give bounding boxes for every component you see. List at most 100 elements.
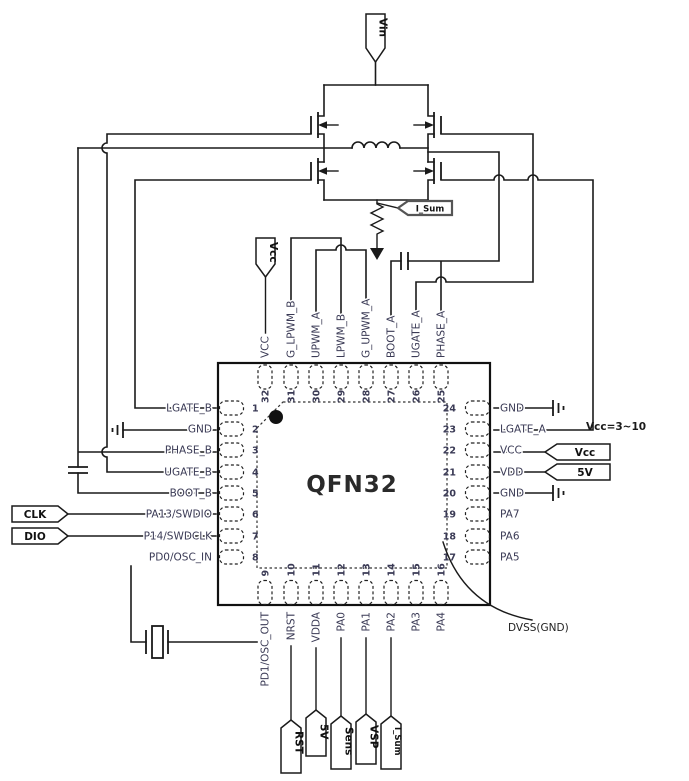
pin-shape-20 (464, 485, 491, 501)
mosfet-ds-leads (427, 84, 435, 163)
pin-shape-7 (218, 528, 245, 544)
crystal-symbol (151, 625, 164, 659)
ugate-b-wire (101, 133, 312, 473)
v5-right-flag-label: 5V (577, 467, 593, 479)
pin-number-9: 9 (261, 570, 272, 577)
mosfet-high-side-b (310, 84, 339, 163)
pin-shape-9 (257, 579, 273, 606)
pin-number-19: 19 (443, 510, 456, 521)
vcc-top-flag (255, 237, 276, 279)
pin-shape-29 (333, 364, 349, 390)
ugate-a-wire (415, 133, 534, 311)
pin-label-PA2: PA2 (386, 612, 398, 632)
pin-shape-12 (333, 579, 349, 606)
glpwmb-lpwmb-jumper (290, 237, 342, 315)
pin-shape-4 (218, 464, 245, 480)
pin-label-PHASE_B: PHASE_B (165, 445, 212, 457)
pin-label-G_UPWM_A: G_UPWM_A (361, 298, 373, 358)
pin-number-32: 32 (261, 390, 272, 403)
mosfet-gate-channel (433, 158, 442, 184)
dio-flag (11, 527, 70, 545)
pin-number-12: 12 (337, 563, 348, 576)
pin-label-VDDA: VDDA (311, 611, 323, 642)
pin-label-LGATE_A: LGATE_A (500, 424, 547, 436)
upwma-gupwma-jumper (315, 244, 367, 312)
pin-number-30: 30 (312, 389, 323, 403)
pin-label-VDD: VDD (500, 467, 523, 479)
pin-shape-26 (408, 364, 424, 390)
pin-shape-23 (464, 421, 491, 437)
pin-shape-6 (218, 506, 245, 522)
lgate-a-wire (440, 174, 594, 431)
pin-shape-2 (218, 421, 245, 437)
mosfet-ds-leads (317, 84, 325, 163)
pin-number-23: 23 (443, 425, 456, 436)
pin-shape-17 (464, 549, 491, 565)
pin1-dot-icon (269, 410, 283, 424)
isum-flag-label: I_Sum (416, 205, 445, 215)
mosfet-gate-channel (310, 112, 319, 138)
pin-label-UPWM_A: UPWM_A (311, 311, 323, 358)
bottom-routing: RST 5V Sens VSP I_Sum (130, 565, 402, 774)
pwm-routing: Vcc (255, 133, 534, 334)
pin-label-PA1: PA1 (361, 612, 373, 632)
pin-shape-8 (218, 549, 245, 565)
pin-number-13: 13 (362, 563, 373, 576)
sum-bottom-flag-label: I_Sum (392, 727, 402, 756)
pin-number-3: 3 (252, 446, 259, 457)
boot-b-net (77, 147, 217, 494)
chip-name: QFN32 (306, 472, 398, 498)
pin-label-PA6: PA6 (500, 531, 520, 543)
crystal-plates (145, 630, 169, 654)
pin-number-28: 28 (362, 389, 373, 403)
pin-shape-16 (433, 579, 449, 606)
phase-b-routing: CLK DIO (11, 133, 353, 545)
pin-number-22: 22 (443, 446, 456, 457)
pin-shape-30 (308, 364, 324, 390)
pin-label-PD0/OSC_IN: PD0/OSC_IN (149, 552, 212, 564)
isum-lead (376, 202, 399, 209)
pin-shape-15 (408, 579, 424, 606)
pin-shape-13 (358, 579, 374, 606)
pin-label-PA5: PA5 (500, 552, 520, 564)
mosfet-low-side-a (413, 158, 442, 201)
pin-shape-24 (464, 400, 491, 416)
dvss-label: DVSS(GND) (508, 622, 569, 634)
pin-shape-18 (464, 528, 491, 544)
pin-label-P14/SWDCLK: P14/SWDCLK (144, 531, 214, 543)
v5-bottom-flag-label: 5V (318, 724, 330, 740)
pin-label-UGATE_B: UGATE_B (164, 467, 212, 479)
phase-a-routing: Vcc 5V Vcc=3~10 (440, 174, 646, 501)
mosfet-body-arrow (318, 121, 327, 129)
pin-number-10: 10 (287, 563, 298, 577)
vsp-flag-label: VSP (368, 725, 380, 749)
sens-flag (330, 715, 352, 770)
pin-label-G_LPWM_B: G_LPWM_B (286, 301, 298, 358)
mosfet-body-arrow (318, 167, 327, 175)
chip-pins: 1LGATE_B2GND3PHASE_B4UGATE_B5BOOT_B6PA13… (142, 296, 548, 688)
pin-label-GND: GND (500, 488, 524, 500)
pin-label-VCC: VCC (500, 445, 522, 457)
pin-label-GND: GND (188, 424, 212, 436)
pin-shape-28 (358, 364, 374, 390)
vcc-right-flag-label: Vcc (575, 447, 596, 459)
pin-label-NRST: NRST (286, 611, 298, 640)
pin-number-15: 15 (412, 563, 423, 576)
dvss-callout: DVSS(GND) (442, 541, 569, 634)
pin-number-2: 2 (252, 425, 259, 436)
v5-bottom-flag (305, 709, 327, 757)
pin-label-UGATE_A: UGATE_A (411, 310, 423, 358)
mosfet-low-side-b (310, 158, 339, 201)
pin-number-1: 1 (252, 404, 259, 415)
power-stage: Vin (310, 13, 454, 260)
pin-label-BOOT_A: BOOT_A (386, 315, 398, 358)
mosfet-body-arrow (425, 167, 434, 175)
mosfet-gate-channel (310, 158, 319, 184)
pin-number-26: 26 (412, 389, 423, 403)
mosfet-high-side-a (413, 84, 442, 163)
vcc-range-note: Vcc=3~10 (586, 421, 646, 433)
pin-label-PD1/OSC_OUT: PD1/OSC_OUT (260, 611, 272, 686)
pin-number-18: 18 (443, 532, 457, 543)
pin-number-27: 27 (387, 390, 398, 403)
mosfet-body-arrow (425, 121, 434, 129)
